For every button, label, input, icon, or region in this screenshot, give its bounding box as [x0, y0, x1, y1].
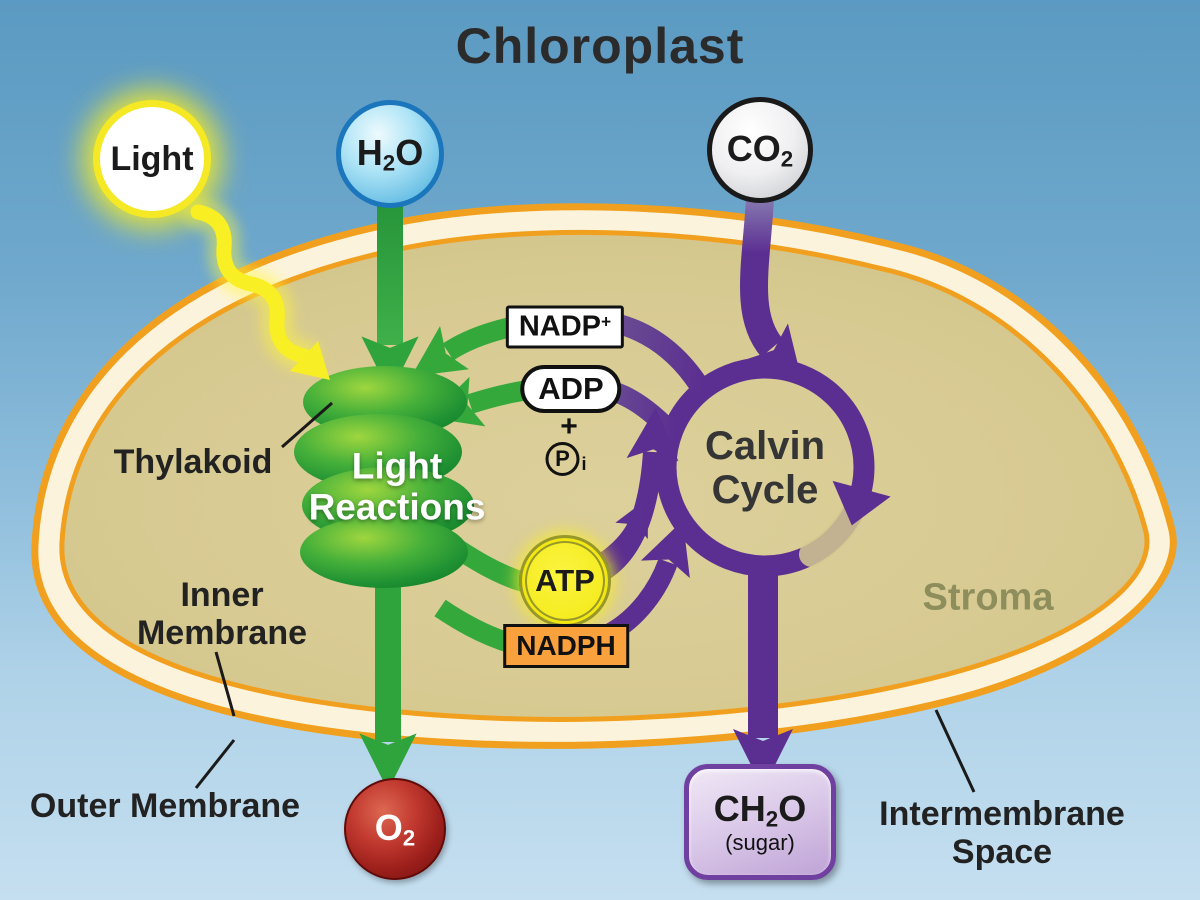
calvin-cycle-label: Calvin Cycle	[704, 424, 826, 512]
light-reactions-label: Light Reactions	[308, 445, 486, 528]
adp-pill: ADP	[520, 365, 622, 413]
thylakoid-pointer	[281, 401, 333, 449]
stroma-label: Stroma	[922, 576, 1054, 619]
pi-subscript: i	[581, 453, 587, 474]
thylakoid-stack	[294, 366, 474, 588]
nadp-label: NADP+	[518, 310, 612, 343]
calvin-ring-gap	[799, 504, 864, 567]
pi-circle: P	[545, 442, 580, 476]
co2-node: CO2	[707, 97, 813, 203]
h2o-label: H2O	[356, 131, 424, 176]
light-node: Light	[93, 100, 211, 218]
light-beam	[182, 196, 330, 380]
nadph-label: NADPH	[516, 630, 616, 661]
atp-mini-arrow	[597, 498, 648, 566]
ch2o-node: CH2O (sugar)	[684, 764, 836, 880]
adp-label: ADP	[538, 371, 604, 406]
nadp-box: NADP+	[505, 305, 625, 349]
intermembrane-space-label: Intermembrane Space	[879, 794, 1125, 871]
outer-membrane-pointer	[194, 739, 236, 789]
inner-membrane-pointer	[214, 651, 236, 717]
calvin-ring-arrowhead	[832, 480, 891, 526]
pi-symbol: P i	[545, 442, 587, 476]
outer-membrane-label: Outer Membrane	[29, 786, 301, 825]
o2-node: O2	[344, 778, 446, 880]
calvin-cycle-ring	[655, 357, 875, 577]
ch2o-note: (sugar)	[725, 830, 795, 856]
thylakoid-label: Thylakoid	[113, 442, 273, 481]
ch2o-label: CH2O	[713, 787, 807, 832]
co2-label: CO2	[726, 127, 794, 172]
nadph-box: NADPH	[503, 624, 629, 668]
atp-node: ATP	[519, 535, 611, 627]
pointer-lines	[194, 401, 976, 793]
atp-label: ATP	[535, 563, 595, 598]
page-title: Chloroplast	[455, 18, 745, 74]
light-label: Light	[110, 139, 194, 178]
h2o-node: H2O	[336, 100, 444, 208]
plus-sign: +	[560, 410, 578, 443]
inner-membrane-label: Inner Membrane	[136, 575, 308, 652]
co2-arrow	[740, 199, 803, 385]
intermembrane-pointer	[934, 709, 976, 793]
o2-label: O2	[374, 806, 416, 851]
